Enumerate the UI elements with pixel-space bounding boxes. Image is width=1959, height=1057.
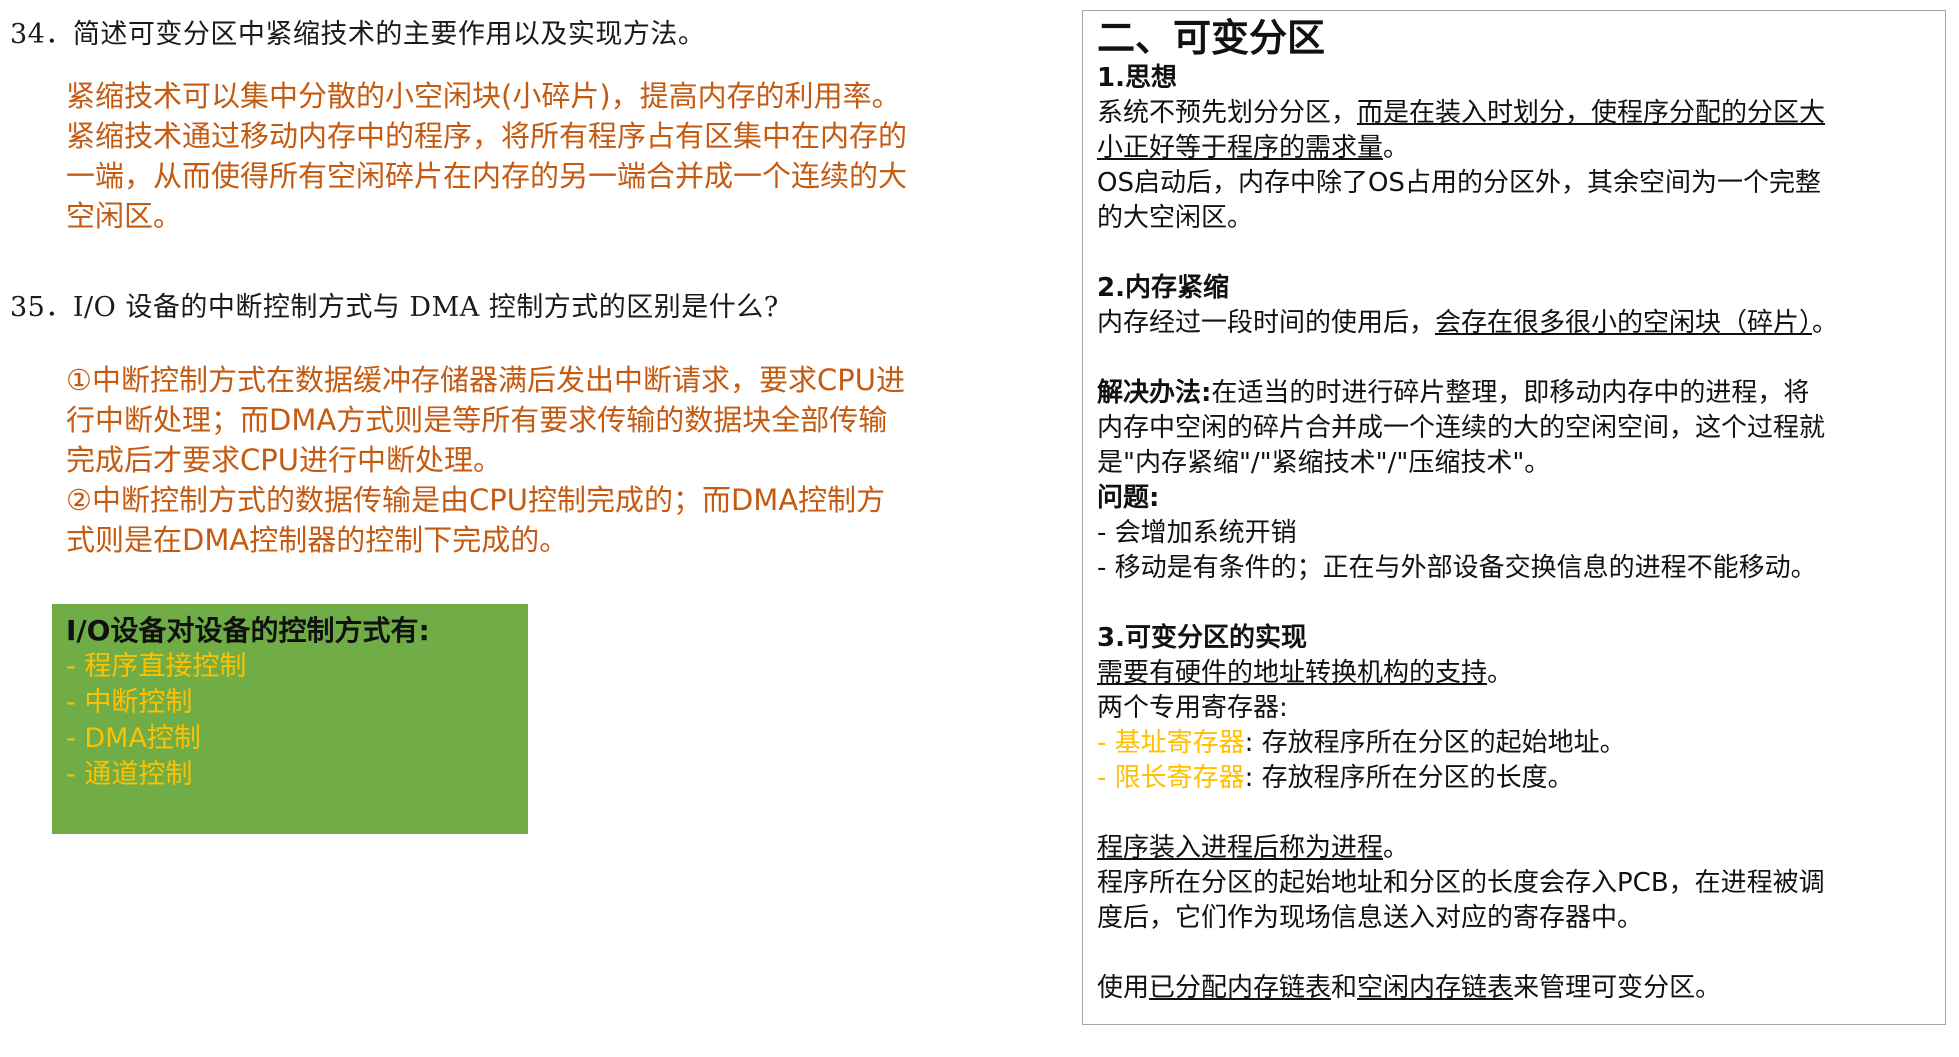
text-span: 。 (1487, 658, 1514, 688)
underlined-text: 已分配内存链表 (1149, 973, 1332, 1003)
text-span: 。 (1812, 308, 1839, 338)
spacer (1097, 936, 1931, 971)
underlined-text: 空闲内存链表 (1357, 973, 1514, 1003)
process-note: 程序装入进程后称为进程。 (1097, 831, 1931, 866)
section-1-para-2-line-2: 的大空闲区。 (1097, 203, 1254, 233)
text-span: 。 (1383, 833, 1410, 863)
underlined-text: 而是在装入时划分，使程序分配的分区大 (1357, 98, 1826, 128)
text-span: 来管理可变分区。 (1513, 973, 1722, 1003)
spacer (1097, 796, 1931, 831)
section-1-title: 1.思想 (1097, 63, 1177, 93)
control-method-item: - DMA控制 (66, 723, 201, 754)
text-span: 系统不预先划分分区， (1097, 98, 1358, 128)
section-1-para-1-line-1: 系统不预先划分分区，而是在装入时划分，使程序分配的分区大 (1097, 96, 1931, 131)
solution-line-2: 内存中空闲的碎片合并成一个连续的大的空闲空间，这个过程就 (1097, 413, 1826, 443)
underlined-text: 需要有硬件的地址转换机构的支持 (1097, 658, 1488, 688)
section-1-para-2-line-1: OS启动后，内存中除了OS占用的分区外，其余空间为一个完整 (1097, 168, 1821, 198)
variable-partition-notes-panel: 二、可变分区 1.思想 系统不预先划分分区，而是在装入时划分，使程序分配的分区大… (1082, 10, 1946, 1025)
text-span: 。 (1383, 133, 1410, 163)
text-span: 和 (1331, 973, 1358, 1003)
pcb-line-1: 程序所在分区的起始地址和分区的长度会存入PCB，在进程被调 (1097, 868, 1825, 898)
section-2-para-1: 内存经过一段时间的使用后，会存在很多很小的空闲块（碎片）。 (1097, 306, 1931, 341)
answer-line: 紧缩技术通过移动内存中的程序，将所有程序占有区集中在内存的 (66, 119, 908, 153)
answer-line: 行中断处理；而DMA方式则是等所有要求传输的数据块全部传输 (66, 403, 888, 437)
problem-label: 问题: (1097, 483, 1160, 513)
control-method-item: - 通道控制 (66, 759, 193, 790)
question-35-title: 35．I/O 设备的中断控制方式与 DMA 控制方式的区别是什么? (10, 292, 779, 323)
section-2-title: 2.内存紧缩 (1097, 273, 1229, 303)
question-35-answer: ①中断控制方式在数据缓冲存储器满后发出中断请求，要求CPU进 行中断处理；而DM… (66, 360, 1046, 560)
text-span: 在适当的时进行碎片整理，即移动内存中的进程，将 (1211, 378, 1810, 408)
text-span: 内存经过一段时间的使用后， (1097, 308, 1436, 338)
register-name: - 基址寄存器 (1097, 728, 1245, 758)
device-control-methods-title: I/O设备对设备的控制方式有: (66, 614, 430, 647)
section-3-title: 3.可变分区的实现 (1097, 623, 1307, 653)
device-control-methods-box: I/O设备对设备的控制方式有: - 程序直接控制 - 中断控制 - DMA控制 … (52, 604, 528, 834)
answer-line: 完成后才要求CPU进行中断处理。 (66, 443, 502, 477)
answer-line: ②中断控制方式的数据传输是由CPU控制完成的；而DMA控制方 (66, 483, 886, 517)
solution-line-3: 是"内存紧缩"/"紧缩技术"/"压缩技术"。 (1097, 448, 1551, 478)
underlined-text: 小正好等于程序的需求量 (1097, 133, 1384, 163)
question-34-answer: 紧缩技术可以集中分散的小空闲块(小碎片)，提高内存的利用率。 紧缩技术通过移动内… (66, 76, 1046, 236)
register-item-limit: - 限长寄存器: 存放程序所在分区的长度。 (1097, 761, 1931, 796)
linked-list-note: 使用已分配内存链表和空闲内存链表来管理可变分区。 (1097, 971, 1931, 1006)
text-span: 使用 (1097, 973, 1150, 1003)
question-34-title: 34．简述可变分区中紧缩技术的主要作用以及实现方法。 (10, 19, 706, 50)
answer-line: 一端，从而使得所有空闲碎片在内存的另一端合并成一个连续的大 (66, 159, 908, 193)
register-desc: : 存放程序所在分区的起始地址。 (1244, 728, 1626, 758)
spacer (1097, 341, 1931, 376)
notes-heading: 二、可变分区 (1097, 16, 1326, 60)
register-name: - 限长寄存器 (1097, 763, 1245, 793)
underlined-text: 程序装入进程后称为进程 (1097, 833, 1384, 863)
spacer (1097, 586, 1931, 621)
answer-line: 空闲区。 (66, 199, 183, 233)
problem-item: - 移动是有条件的；正在与外部设备交换信息的进程不能移动。 (1097, 553, 1817, 583)
solution-label: 解决办法: (1097, 378, 1212, 408)
solution-line-1: 解决办法:在适当的时进行碎片整理，即移动内存中的进程，将 (1097, 376, 1931, 411)
problem-item: - 会增加系统开销 (1097, 518, 1297, 548)
underlined-text: 会存在很多很小的空闲块（碎片） (1435, 308, 1813, 338)
answer-line: 紧缩技术可以集中分散的小空闲块(小碎片)，提高内存的利用率。 (66, 79, 901, 113)
pcb-line-2: 度后，它们作为现场信息送入对应的寄存器中。 (1097, 903, 1644, 933)
section-1-para-1-line-2: 小正好等于程序的需求量。 (1097, 131, 1931, 166)
spacer (1097, 236, 1931, 271)
answer-line: ①中断控制方式在数据缓冲存储器满后发出中断请求，要求CPU进 (66, 363, 905, 397)
registers-intro: 两个专用寄存器: (1097, 693, 1288, 723)
register-item-base: - 基址寄存器: 存放程序所在分区的起始地址。 (1097, 726, 1931, 761)
register-desc: : 存放程序所在分区的长度。 (1244, 763, 1574, 793)
control-method-item: - 中断控制 (66, 687, 193, 718)
answer-line: 式则是在DMA控制器的控制下完成的。 (66, 523, 569, 557)
control-method-item: - 程序直接控制 (66, 651, 247, 682)
hardware-requirement: 需要有硬件的地址转换机构的支持。 (1097, 656, 1931, 691)
